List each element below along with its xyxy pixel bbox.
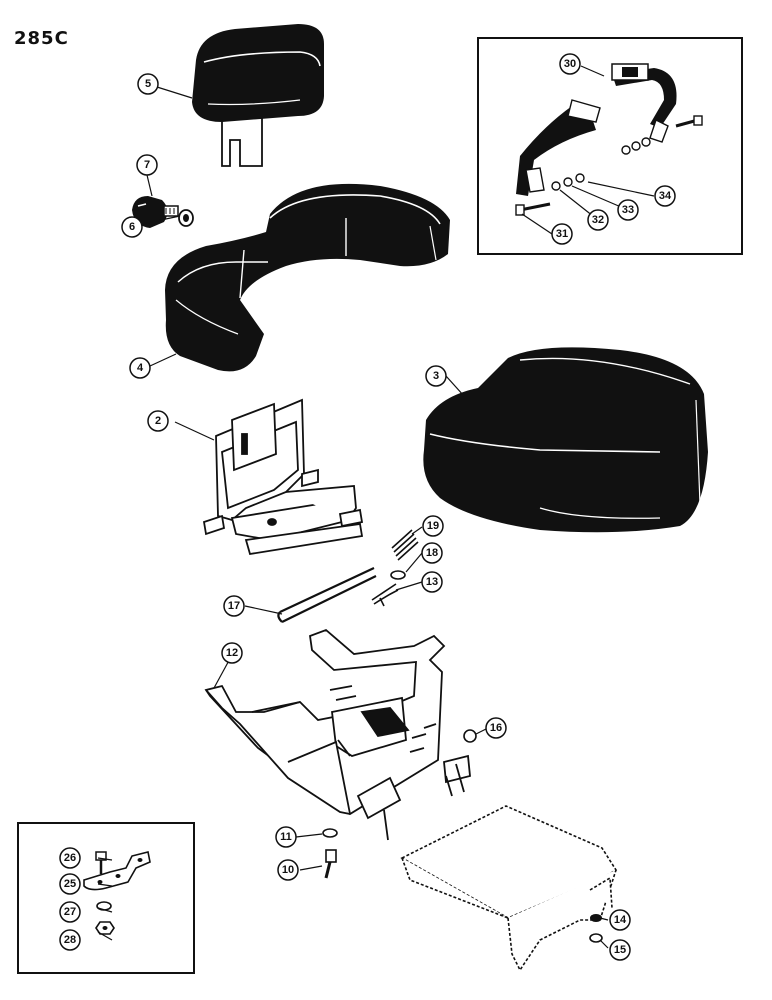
inset-nut [95, 921, 115, 935]
callout-11: 11 [275, 826, 297, 848]
callout-2: 2 [147, 410, 169, 432]
inset-bolt [95, 851, 107, 874]
callout-18: 18 [421, 542, 443, 564]
seat-base [204, 628, 471, 841]
callout-31: 31 [551, 223, 573, 245]
leader-lines [97, 65, 655, 949]
svg-text:5: 5 [145, 78, 151, 90]
svg-text:2: 2 [155, 415, 161, 427]
armrest [165, 183, 450, 372]
svg-text:11: 11 [280, 831, 292, 843]
callout-12: 12 [221, 642, 243, 664]
svg-text:25: 25 [64, 878, 76, 890]
callout-14: 14 [609, 909, 631, 931]
callout-32: 32 [587, 209, 609, 231]
callout-17: 17 [223, 595, 245, 617]
callout-34: 34 [654, 185, 676, 207]
mounting-plate [400, 805, 618, 972]
callout-26: 26 [59, 847, 81, 869]
callout-15: 15 [609, 939, 631, 961]
callout-16: 16 [485, 717, 507, 739]
svg-text:18: 18 [426, 547, 438, 559]
svg-text:4: 4 [137, 362, 144, 374]
nut [390, 570, 406, 580]
callout-19: 19 [422, 515, 444, 537]
adjustment-rod [277, 567, 377, 623]
svg-text:30: 30 [564, 58, 576, 70]
svg-text:10: 10 [282, 864, 294, 876]
page-number: 285C [14, 28, 69, 49]
svg-text:28: 28 [64, 934, 76, 946]
bolt [324, 849, 337, 879]
callout-7: 7 [136, 154, 158, 176]
bracket-inset-frame [17, 822, 195, 974]
seat-cushion [423, 347, 708, 533]
svg-text:34: 34 [659, 190, 672, 202]
callout-30: 30 [559, 53, 581, 75]
seat-back-bracket [202, 398, 364, 556]
svg-text:14: 14 [614, 914, 627, 926]
svg-text:31: 31 [556, 228, 568, 240]
plug [463, 729, 477, 743]
svg-text:13: 13 [426, 576, 438, 588]
callout-4: 4 [129, 357, 151, 379]
svg-text:3: 3 [433, 370, 439, 382]
callout-28: 28 [59, 929, 81, 951]
spring [391, 529, 419, 561]
svg-text:26: 26 [64, 852, 76, 864]
callout-25: 25 [59, 873, 81, 895]
callout-13: 13 [421, 571, 443, 593]
washer [322, 828, 338, 838]
svg-text:33: 33 [622, 204, 634, 216]
svg-text:32: 32 [592, 214, 604, 226]
seat-belt-inset-frame [477, 37, 743, 255]
callout-10: 10 [277, 859, 299, 881]
plate-nut [589, 933, 603, 943]
svg-text:19: 19 [427, 520, 439, 532]
callout-5: 5 [137, 73, 159, 95]
svg-text:6: 6 [129, 221, 135, 233]
svg-text:27: 27 [64, 906, 76, 918]
svg-text:16: 16 [490, 722, 502, 734]
callout-33: 33 [617, 199, 639, 221]
seat-belt [515, 63, 703, 216]
svg-text:17: 17 [228, 600, 240, 612]
callout-3: 3 [425, 365, 447, 387]
clip [371, 583, 399, 607]
callout-27: 27 [59, 901, 81, 923]
lockwasher [590, 914, 602, 922]
inset-bracket [83, 851, 151, 891]
callout-6: 6 [121, 216, 143, 238]
svg-text:7: 7 [144, 159, 150, 171]
headrest [192, 24, 324, 167]
svg-text:15: 15 [614, 944, 626, 956]
bushing [178, 209, 194, 227]
svg-text:12: 12 [226, 647, 238, 659]
